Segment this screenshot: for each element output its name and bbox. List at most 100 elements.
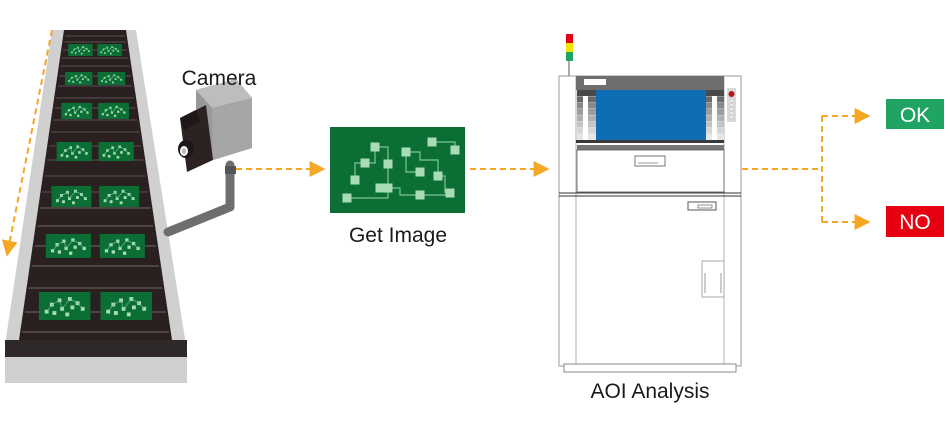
pcb-image xyxy=(330,127,465,213)
pcb-board xyxy=(97,72,126,85)
pcb-board xyxy=(99,186,140,207)
camera-icon xyxy=(163,79,252,237)
pcb-pad xyxy=(126,312,131,317)
signal-light-green xyxy=(566,52,573,61)
pcb-pad xyxy=(78,151,81,154)
pcb-pad xyxy=(114,78,117,81)
pcb-pad xyxy=(70,305,75,310)
pcb-board xyxy=(68,44,93,56)
image-pad xyxy=(415,190,425,200)
emergency-stop-button xyxy=(728,91,735,97)
get-image-label: Get Image xyxy=(349,224,447,247)
pcb-pad xyxy=(68,80,70,82)
pcb-pad xyxy=(110,52,112,55)
pcb-pad xyxy=(73,245,77,249)
pcb-board xyxy=(100,292,152,320)
aoi-machine xyxy=(558,34,742,373)
pcb-trace xyxy=(57,190,86,201)
image-trace xyxy=(405,152,420,173)
image-pad xyxy=(375,183,385,193)
pcb-trace xyxy=(71,46,90,53)
louver xyxy=(706,90,724,96)
signal-light-red xyxy=(566,34,573,43)
pcb-pad xyxy=(80,52,83,55)
image-pad xyxy=(350,175,360,185)
result-branches xyxy=(742,108,871,230)
aoi-analysis-label: AOI Analysis xyxy=(590,380,709,403)
image-pad xyxy=(433,171,443,181)
pcb-trace xyxy=(104,190,134,201)
pcb-pad xyxy=(65,312,70,317)
pcb-pad xyxy=(136,246,140,251)
pcb-pad xyxy=(105,80,107,83)
pcb-board xyxy=(64,72,93,85)
camera-arm xyxy=(163,160,235,237)
pcb-pad xyxy=(77,114,80,117)
pcb-trace xyxy=(46,298,83,312)
pcb-pad xyxy=(100,80,103,82)
pcb-board xyxy=(97,44,122,56)
pcb-pad xyxy=(106,113,109,117)
pcb-pad xyxy=(60,153,64,157)
upper-door-handle xyxy=(634,155,666,167)
louver xyxy=(577,90,596,96)
pcb-trace xyxy=(100,46,119,53)
pcb-pad xyxy=(112,49,115,52)
pcb-trace xyxy=(107,298,145,312)
louver-highlight xyxy=(583,96,588,140)
image-pad xyxy=(445,188,455,198)
pcb-pad xyxy=(57,250,62,254)
pcb-pad xyxy=(100,51,102,54)
panel-indicator xyxy=(729,103,734,107)
panel-indicator xyxy=(729,107,734,111)
pcb-board xyxy=(38,292,91,320)
ok-badge-label: OK xyxy=(900,104,930,127)
pcb-board xyxy=(51,186,92,207)
pcb-board xyxy=(98,103,130,119)
image-pad xyxy=(427,137,437,147)
pcb-pad xyxy=(74,155,78,159)
pcb-pad xyxy=(101,113,104,116)
pcb-pad xyxy=(113,311,118,315)
pcb-board xyxy=(98,142,134,161)
pcb-pad xyxy=(103,52,106,54)
pcb-trace xyxy=(106,239,139,251)
image-pad xyxy=(360,158,370,168)
pcb-pad xyxy=(123,196,127,199)
pcb-trace xyxy=(65,106,88,115)
pcb-pad xyxy=(80,110,83,113)
image-pad xyxy=(383,159,393,169)
pcb-trace xyxy=(103,146,129,156)
image-pad xyxy=(450,145,460,155)
machine-nameplate xyxy=(584,79,606,85)
pcb-pad xyxy=(117,110,120,113)
signal-light-yellow xyxy=(566,43,573,52)
pcb-pad xyxy=(83,49,85,52)
panel-indicator xyxy=(729,115,734,119)
pcb-pad xyxy=(65,154,69,158)
no-badge-label: NO xyxy=(899,211,931,234)
pcb-pad xyxy=(72,80,75,83)
image-pad xyxy=(415,167,425,177)
pcb-pad xyxy=(120,151,123,154)
conveyor-direction-arrow xyxy=(1,29,53,257)
pcb-pad xyxy=(62,200,65,204)
pcb-trace xyxy=(101,74,122,82)
pcb-pad xyxy=(52,311,57,315)
pcb-board xyxy=(99,234,145,258)
pcb-pad xyxy=(75,196,79,199)
pcb-pad xyxy=(122,251,127,255)
pcb-board xyxy=(56,142,92,161)
machine-screen xyxy=(596,90,706,142)
machine-base xyxy=(563,363,737,373)
pcb-trace xyxy=(52,239,85,251)
louver-highlight xyxy=(712,96,717,140)
pcb-pad xyxy=(71,201,75,205)
camera-mount xyxy=(225,166,236,174)
pcb-pad xyxy=(74,52,77,54)
ok-badge xyxy=(886,99,944,129)
pcb-pad xyxy=(111,250,115,254)
image-pad xyxy=(401,147,411,157)
pcb-pad xyxy=(64,113,67,116)
conveyor-base xyxy=(5,357,187,383)
